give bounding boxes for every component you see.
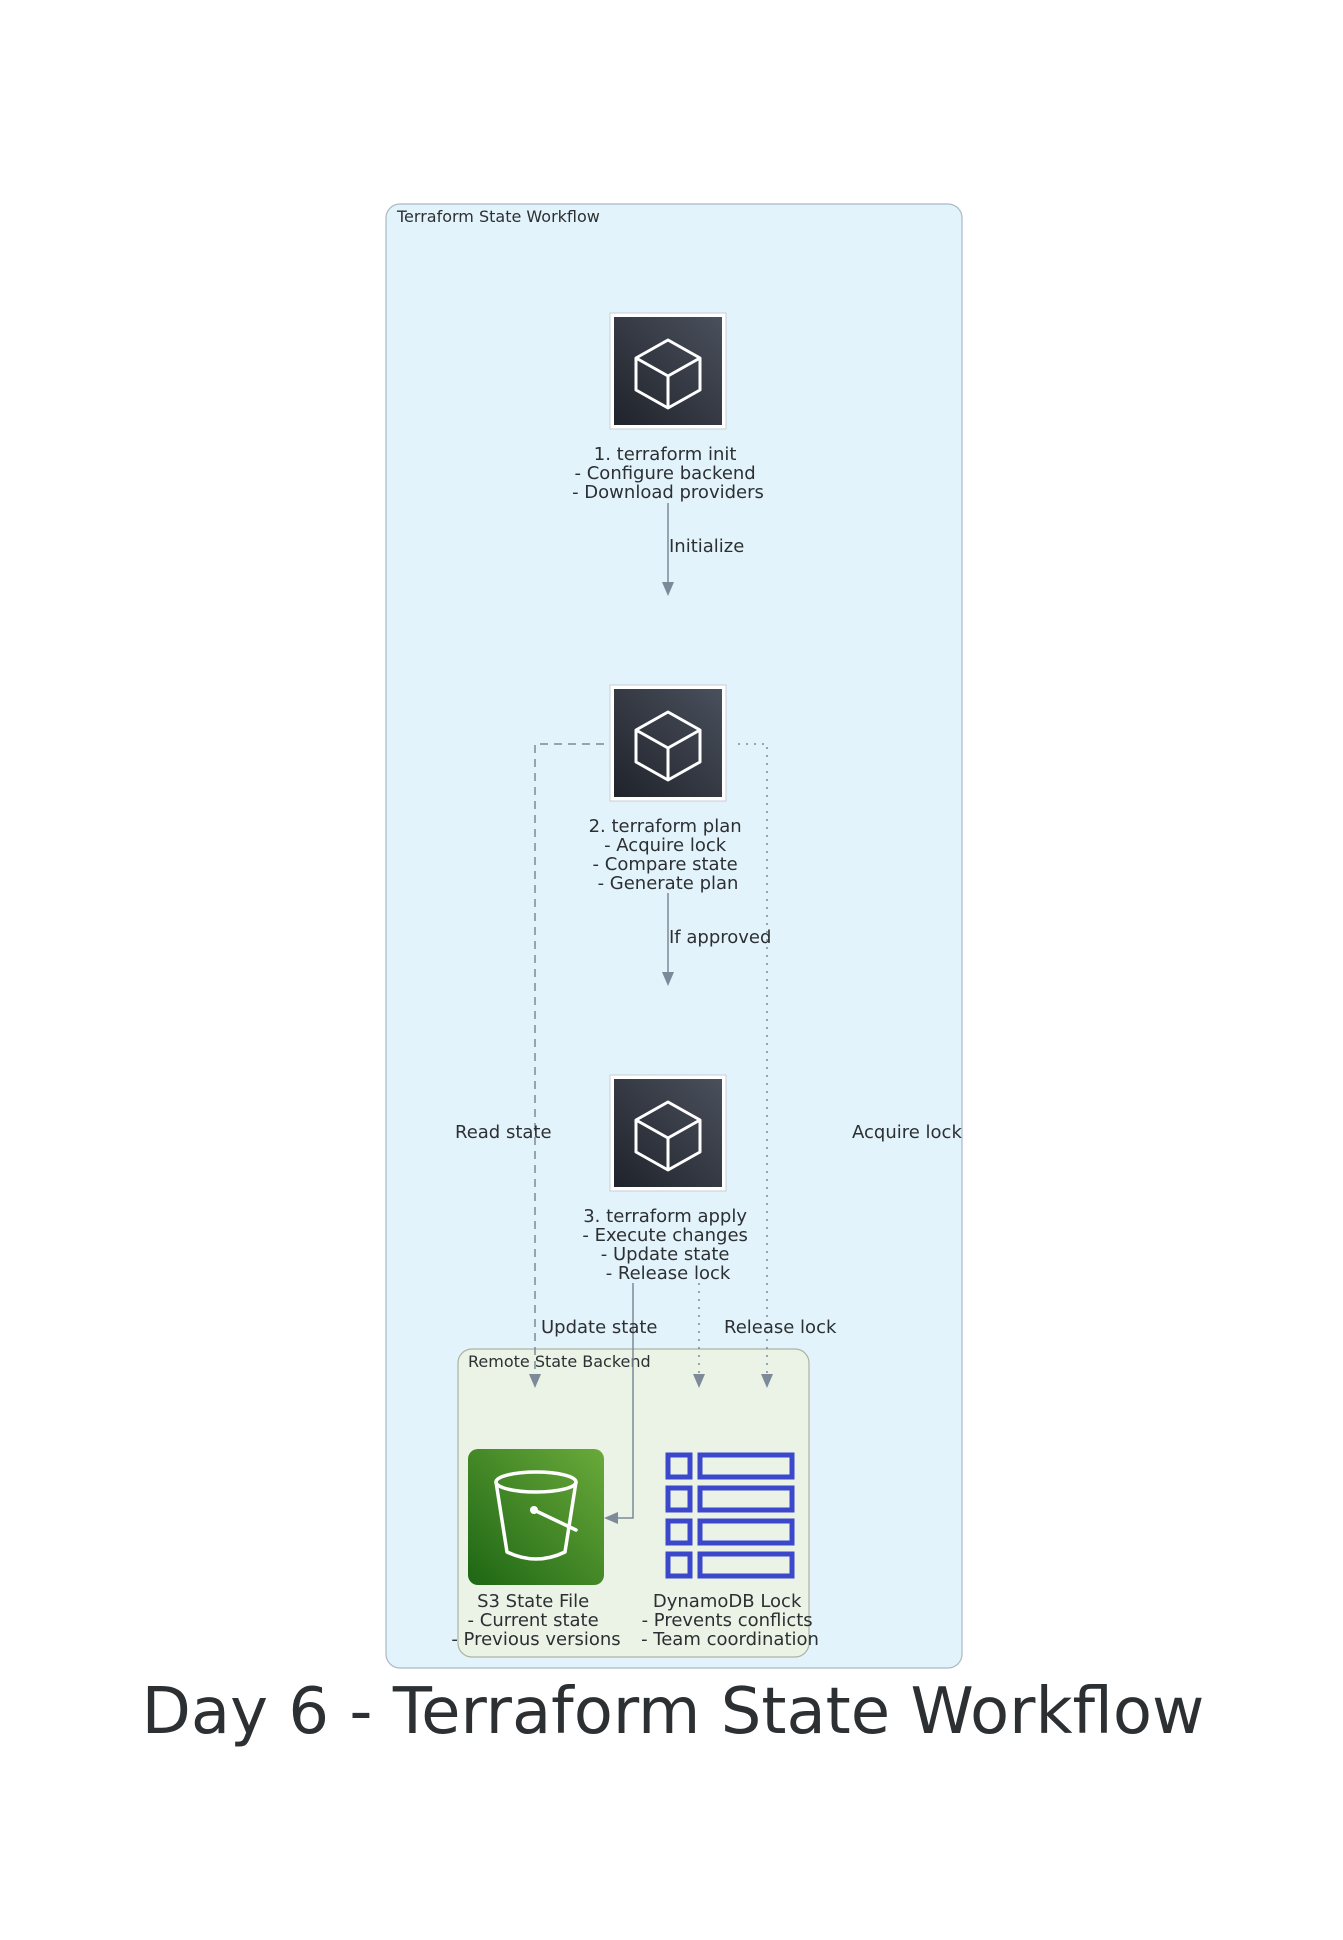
- edge-acquire-lock-arrow: [761, 1374, 773, 1388]
- edge-acquire-lock: [738, 743, 768, 1374]
- terraform-cube-icon: [609, 684, 727, 802]
- edges: Initialize If approved Read state Acquir…: [455, 503, 962, 1524]
- node-terraform-init-label: 1. terraform init - Configure backend - …: [572, 444, 764, 503]
- edge-label-initialize: Initialize: [669, 536, 744, 557]
- edge-release-lock-arrow: [693, 1374, 705, 1388]
- node-terraform-plan: 2. terraform plan - Acquire lock - Compa…: [589, 684, 748, 894]
- workflow-cluster: Terraform State Workflow: [385, 203, 963, 1669]
- node-dynamodb-label: DynamoDB Lock - Prevents conflicts - Tea…: [641, 1591, 819, 1650]
- edge-label-acquire-lock: Acquire lock: [852, 1122, 962, 1143]
- edge-update-state-arrow: [604, 1512, 618, 1524]
- s3-bucket-icon: [468, 1449, 604, 1585]
- node-s3-label: S3 State File - Current state - Previous…: [451, 1591, 620, 1650]
- node-terraform-apply-label: 3. terraform apply - Execute changes - U…: [582, 1206, 753, 1284]
- node-terraform-plan-label: 2. terraform plan - Acquire lock - Compa…: [589, 816, 748, 894]
- edge-label-release-lock: Release lock: [724, 1317, 837, 1338]
- terraform-cube-icon: [609, 312, 727, 430]
- edge-read-state-arrow: [529, 1374, 541, 1388]
- node-s3-state-file: S3 State File - Current state - Previous…: [451, 1449, 621, 1650]
- edge-label-read-state: Read state: [455, 1122, 552, 1143]
- node-terraform-apply: 3. terraform apply - Execute changes - U…: [582, 1074, 753, 1284]
- edge-update-state: [616, 1283, 634, 1519]
- page-title: Day 6 - Terraform State Workflow: [142, 1675, 1205, 1749]
- edge-initialize-arrow: [662, 582, 674, 596]
- node-terraform-init: 1. terraform init - Configure backend - …: [572, 312, 764, 503]
- backend-cluster-label: Remote State Backend: [468, 1352, 651, 1371]
- edge-if-approved-arrow: [662, 972, 674, 986]
- dynamodb-table-icon: [665, 1452, 795, 1579]
- edge-label-if-approved: If approved: [669, 927, 771, 948]
- workflow-cluster-label: Terraform State Workflow: [396, 207, 600, 226]
- node-dynamodb-lock: DynamoDB Lock - Prevents conflicts - Tea…: [641, 1452, 819, 1650]
- terraform-cube-icon: [609, 1074, 727, 1192]
- edge-label-update-state: Update state: [541, 1317, 658, 1338]
